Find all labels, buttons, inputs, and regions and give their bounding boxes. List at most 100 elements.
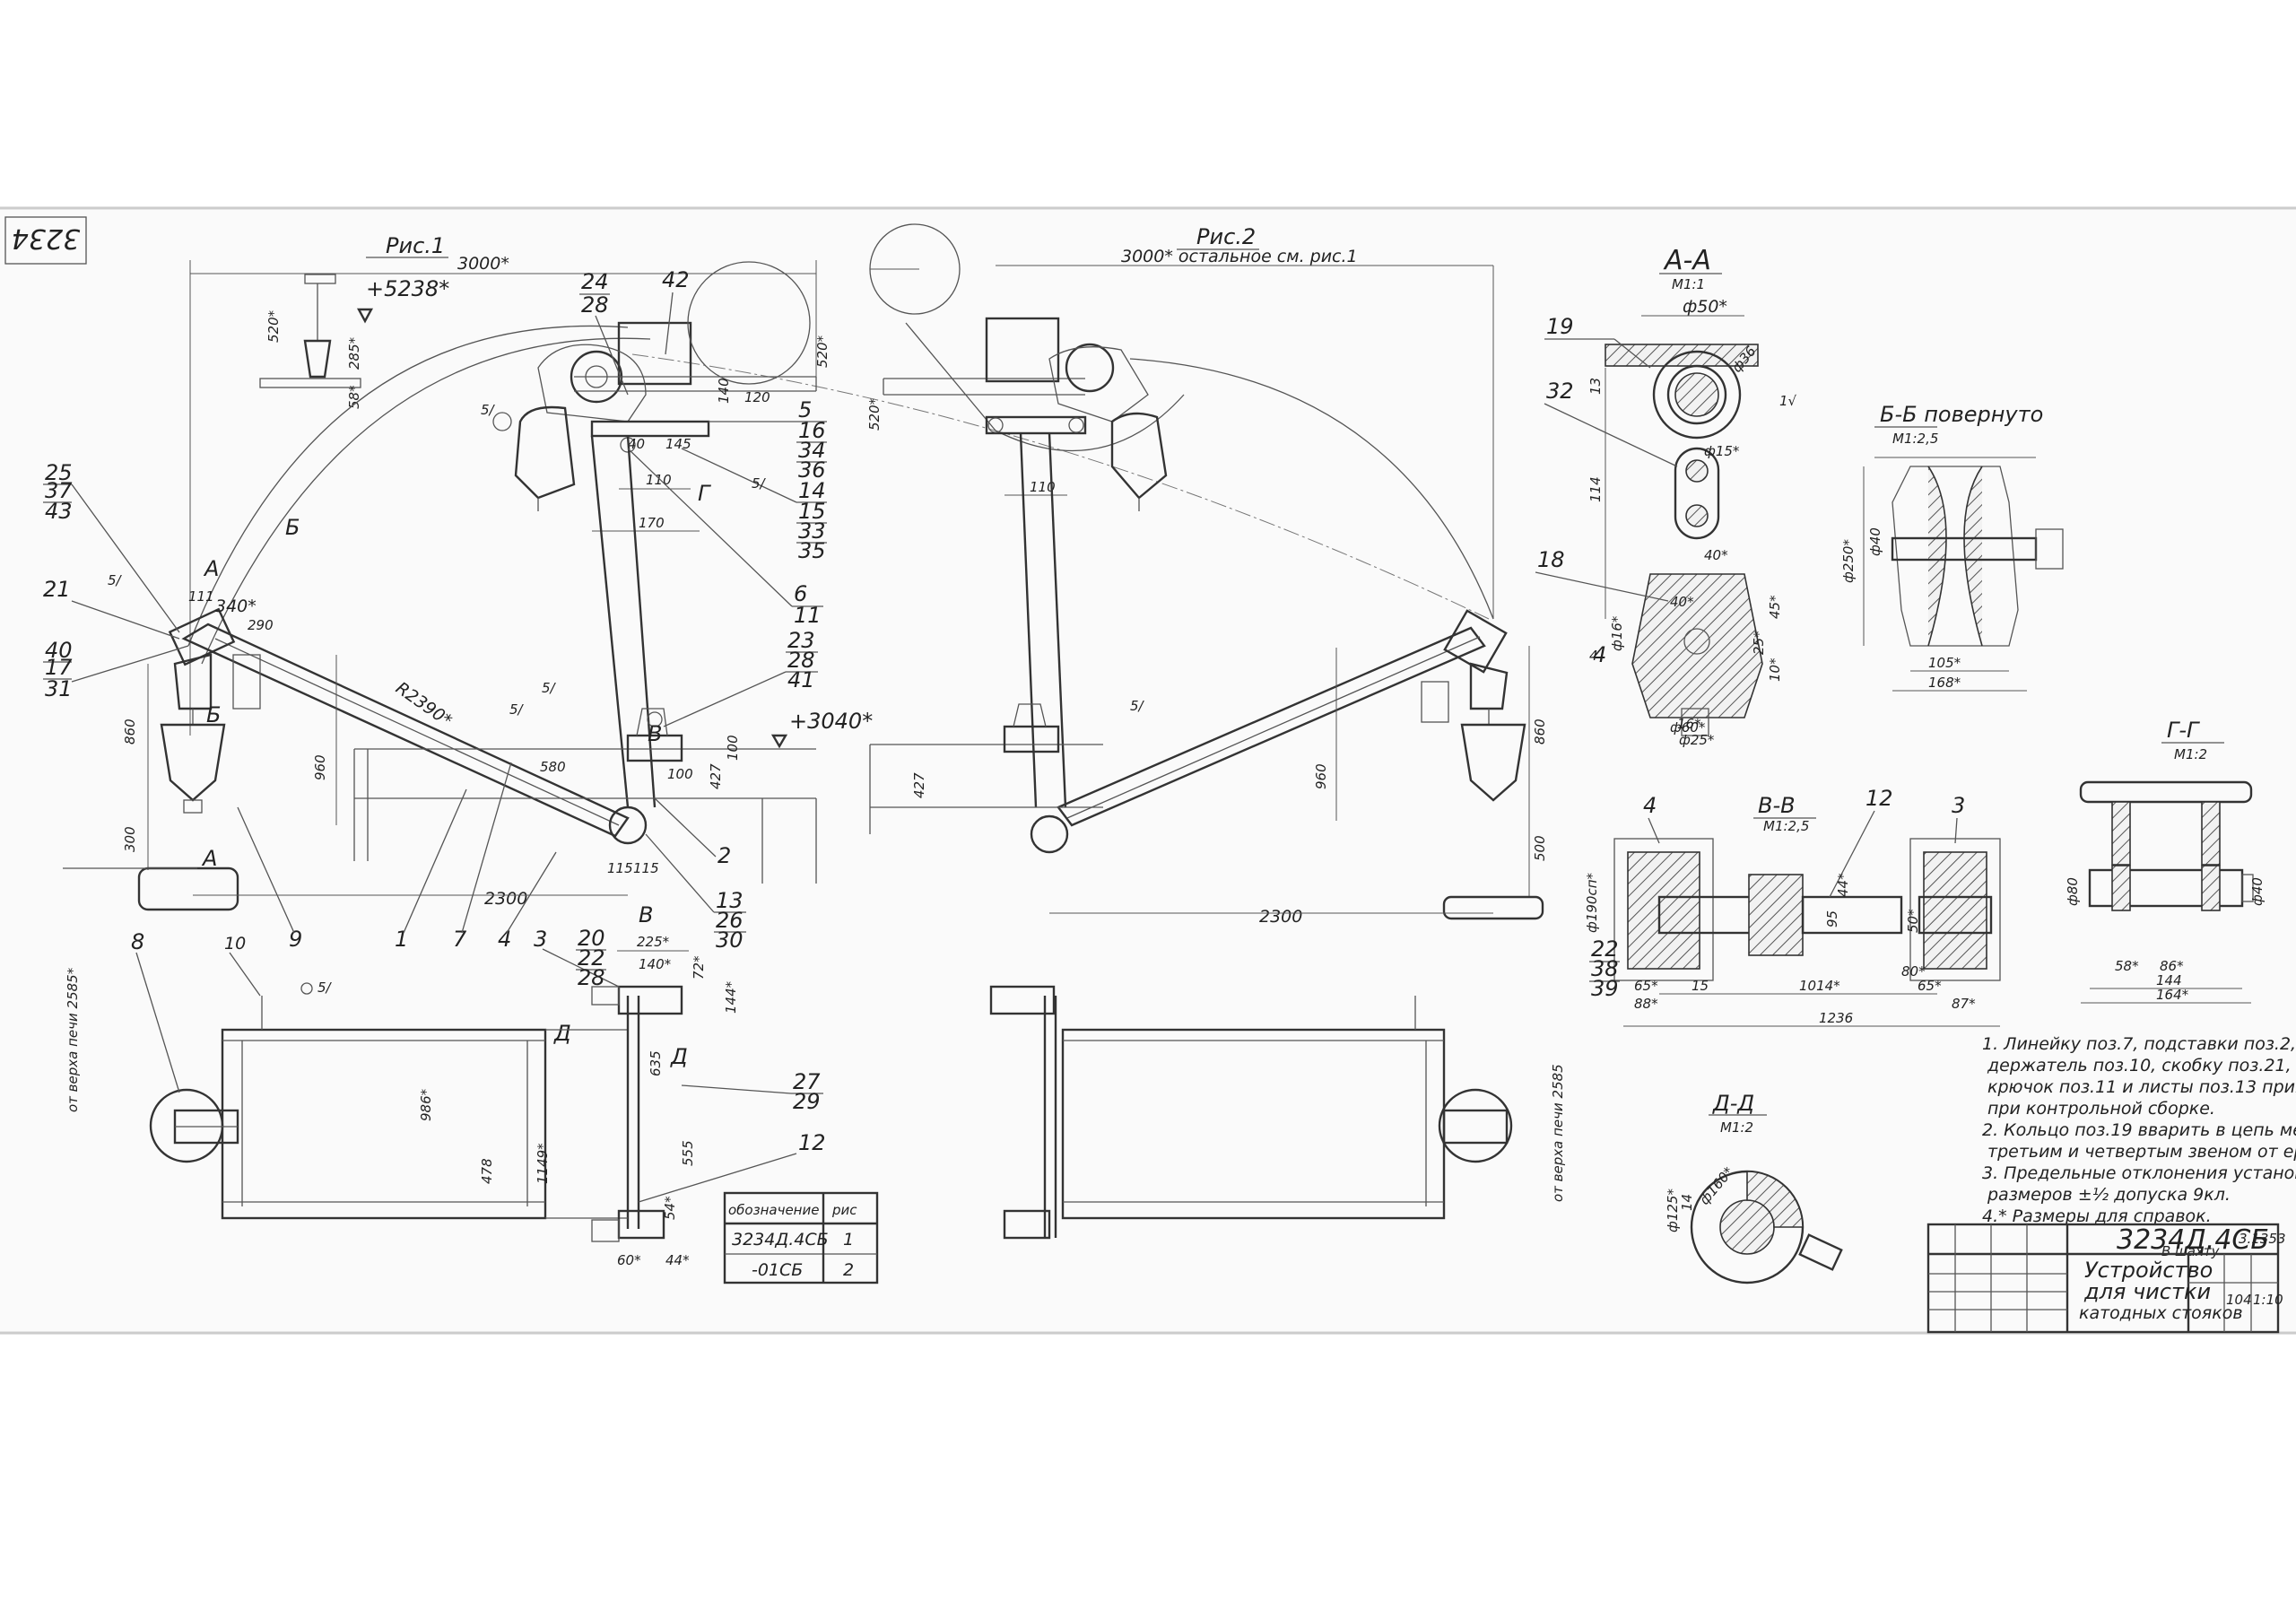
ris2-drive-head	[985, 317, 1168, 511]
note-line-5: 2. Кольцо поз.19 вварить в цепь между	[1982, 1120, 2296, 1140]
dim-aa-15: ф15*	[1704, 443, 1740, 459]
dim-ris2-500: 500	[1532, 835, 1548, 861]
dim-vv-87: 87*	[1952, 996, 1976, 1012]
general-notes: 1. Линейку поз.7, подставки поз.2, держа…	[1982, 1034, 2296, 1259]
callout-15: 15	[798, 499, 826, 524]
callout-37: 37	[45, 478, 73, 503]
callout-35: 35	[798, 538, 826, 563]
note-line-6: третьим и четвертым звеном от ерша.	[1987, 1142, 2296, 1162]
dim-bb-168: 168*	[1928, 675, 1961, 691]
callouts-left: 25 37 43 21 40 17 31 8 10 9 1 7 4 3	[43, 460, 620, 1093]
section-bb-scale: М1:2,5	[1892, 431, 1938, 447]
dim-vv-190: ф190сп*	[1584, 872, 1600, 933]
callout-aa-32: 32	[1546, 379, 1574, 404]
dim-gg-86: 86*	[2160, 958, 2184, 974]
dim-aa-16b: 16*	[1677, 716, 1701, 732]
table-row2-fig: 2	[843, 1260, 854, 1280]
dim-ris1-3000: 3000*	[457, 254, 509, 274]
title-block-name-1: Устройство	[2084, 1258, 2213, 1283]
note-line-7: 3. Предельные отклонения установочных	[1982, 1163, 2296, 1183]
view-ris2-plan	[989, 985, 1513, 1240]
callout-23: 23	[787, 628, 815, 653]
callout-34: 34	[798, 438, 826, 463]
note-line-8: размеров ±½ допуска 9кл.	[1987, 1185, 2231, 1205]
section-v-top: В	[648, 721, 662, 746]
dim-ris1-110: 110	[646, 472, 672, 488]
dim-ris1-111: 111	[188, 588, 214, 605]
dim-aa-25b: ф25*	[1679, 732, 1715, 748]
left-brush-assembly	[160, 607, 261, 814]
section-d-top: Д	[553, 1021, 571, 1046]
section-aa: А-А М1:1 ф50* 19 32 18 4 13 114 ф15* 40*…	[1535, 245, 1783, 748]
handwritten-note: В шахту	[2161, 1243, 2221, 1259]
callout-40: 40	[45, 638, 73, 663]
callout-17: 17	[45, 655, 73, 680]
dim-ris1-520b: 520*	[814, 335, 831, 368]
callout-8: 8	[131, 929, 144, 954]
callout-42: 42	[662, 267, 690, 292]
view-ris2-label: Рис.2	[1196, 224, 1256, 249]
callout-11: 11	[794, 603, 822, 628]
callout-10: 10	[224, 934, 246, 954]
dim-ris2-2300: 2300	[1259, 907, 1302, 927]
section-a-bottom: А	[201, 846, 217, 871]
callout-vv-22: 22	[1591, 936, 1619, 962]
dim-bb-105: 105*	[1928, 655, 1961, 671]
dim-ris1-58: 58*	[346, 385, 362, 409]
dim-ris1-170: 170	[639, 515, 665, 531]
elevation-top: +5238*	[366, 276, 449, 301]
view-ris1-label: Рис.1	[386, 233, 445, 258]
callout-41: 41	[787, 667, 815, 692]
dim-ris1-960: 960	[312, 754, 328, 780]
dim-vv-65: 65*	[1634, 978, 1658, 994]
dim-dd-14: 14	[1679, 1194, 1695, 1211]
section-dd-title: Д-Д	[1712, 1091, 1754, 1116]
callout-1: 1	[395, 927, 408, 952]
callout-27: 27	[793, 1069, 821, 1094]
dim-gg-144: 144	[2156, 972, 2182, 988]
callout-24: 24	[581, 269, 609, 294]
dim-ris2-3000: 3000* остальное см. рис.1	[1121, 247, 1358, 266]
note-line-3: крючок поз.11 и листы поз.13 приварить	[1987, 1077, 2296, 1097]
dim-ris2-110: 110	[1030, 479, 1056, 495]
section-gg-title: Г-Г	[2167, 718, 2200, 743]
weld-mark-10: 1√	[1779, 393, 1797, 409]
weld-mark-4: 5/	[542, 680, 557, 696]
section-a-top: А	[203, 556, 219, 581]
dim-ris1-140: 140	[716, 378, 732, 404]
callout-31: 31	[45, 676, 73, 701]
weld-mark-6: 5/	[317, 980, 333, 996]
callout-20: 20	[578, 926, 605, 951]
dim-ris1-54: 54*	[662, 1196, 678, 1220]
dim-ris1-115b: 115	[633, 860, 659, 876]
dim-aa-40b: 40*	[1670, 594, 1694, 610]
dim-ris2-960: 960	[1313, 763, 1329, 789]
title-block-name-3: катодных стояков	[2079, 1303, 2243, 1323]
dim-vv-65b: 65*	[1918, 978, 1942, 994]
dim-aa-16: ф16*	[1609, 615, 1625, 651]
section-bb: Б-Б повернуто М1:2,5 ф250* ф40 105* 168*	[1840, 402, 2064, 692]
scan-area	[0, 206, 2296, 1335]
weld-mark-2: 5/	[481, 402, 496, 418]
title-block-mass: 104	[2226, 1292, 2252, 1308]
dim-vv-1014: 1014*	[1799, 978, 1840, 994]
section-dd-scale: М1:2	[1720, 1119, 1753, 1136]
callout-29: 29	[793, 1089, 821, 1114]
dim-ris1-427: 427	[708, 763, 724, 789]
callout-26: 26	[716, 908, 744, 933]
section-vv-scale: М1:2,5	[1763, 818, 1809, 834]
table-row1-fig: 1	[843, 1230, 854, 1250]
table-row2-code: -01СБ	[752, 1260, 803, 1280]
section-vv: В-В М1:2,5 4 12 3 22 38 39 ф190сп* 65* 8…	[1584, 786, 2001, 1027]
dim-ris1-145: 145	[665, 436, 691, 452]
weld-mark-5: 5/	[509, 701, 525, 718]
callout-5: 5	[798, 397, 812, 422]
table-header-fig: рис	[831, 1202, 857, 1218]
callout-14: 14	[798, 478, 826, 503]
weld-mark-1: 5/	[108, 572, 123, 588]
dim-ris1-1149: 1149*	[535, 1143, 551, 1184]
weld-mark-9: 4	[1589, 648, 1598, 664]
dim-ris2-427: 427	[911, 772, 927, 798]
section-gg-scale: М1:2	[2174, 746, 2207, 762]
